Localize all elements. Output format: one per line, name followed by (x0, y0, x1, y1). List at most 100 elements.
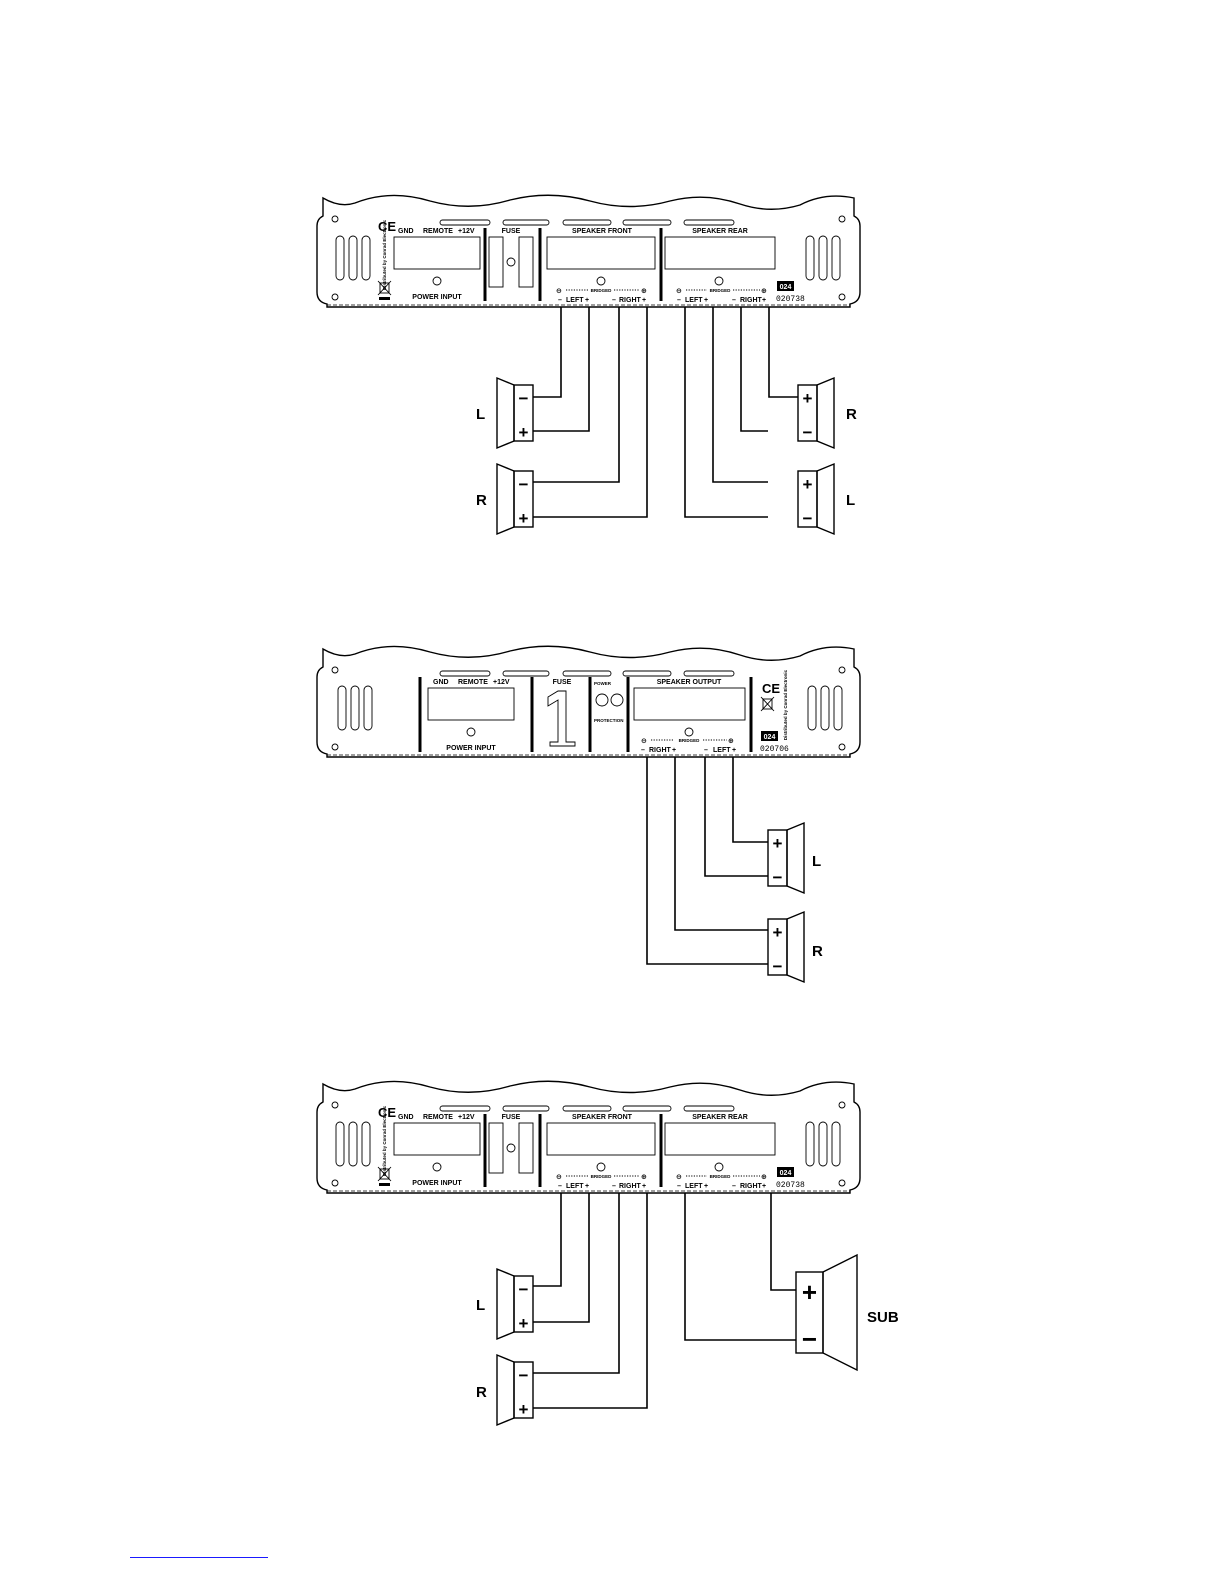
svg-text:−: − (519, 389, 529, 408)
svg-text:BRIDGED: BRIDGED (710, 288, 732, 293)
speaker-left-rear: + − L (797, 462, 855, 536)
svg-text:–: – (732, 297, 736, 304)
power-terminal-block (393, 236, 481, 270)
svg-text:+: + (585, 297, 589, 304)
fuse-holder (547, 690, 576, 747)
svg-text:⊕: ⊕ (761, 1174, 767, 1181)
amplifier-panel: CE Distributed by Conrad Electronic GND … (316, 1080, 861, 1194)
power-led (595, 693, 609, 707)
svg-text:RIGHT: RIGHT (740, 297, 763, 304)
speaker-front-terminal-block (546, 1122, 656, 1156)
vent-slots-right (805, 1121, 841, 1167)
speaker-right: − + R (476, 1353, 534, 1427)
svg-text:LEFT: LEFT (566, 1183, 584, 1190)
top-slots (439, 219, 735, 226)
top-slots (439, 670, 735, 677)
diagram-four-channel: CE Distributed by Conrad Electronic GND … (316, 194, 861, 536)
terminal-labels: – RIGHT + – LEFT + (641, 747, 736, 754)
front-terminal-labels: – LEFT + – RIGHT + (558, 1183, 646, 1190)
speaker-output-terminal-block (633, 687, 746, 721)
svg-text:−: − (803, 509, 813, 528)
speaker-front-label: SPEAKER FRONT (572, 228, 633, 235)
svg-text:+: + (762, 297, 766, 304)
fuse-label: FUSE (502, 228, 521, 235)
svg-text:+: + (642, 297, 646, 304)
gnd-label: GND (398, 1114, 414, 1121)
bridged-front-marker: ⊖ BRIDGED ⊕ (556, 1174, 647, 1181)
speaker-front-label: SPEAKER FRONT (572, 1114, 633, 1121)
svg-text:−: − (519, 1280, 529, 1299)
power-input-caption: POWER INPUT (446, 745, 496, 752)
remote-label: REMOTE (423, 1114, 453, 1121)
channel-label: L (846, 492, 855, 509)
power-terminal-block (393, 1122, 481, 1156)
v12-label: +12V (493, 679, 510, 686)
svg-text:RIGHT: RIGHT (619, 297, 642, 304)
channel-label: SUB (867, 1309, 899, 1326)
remote-label: REMOTE (458, 679, 488, 686)
svg-text:LEFT: LEFT (713, 747, 731, 754)
distributor-text: Distributed by Conrad Electronic (783, 669, 788, 740)
svg-text:BRIDGED: BRIDGED (591, 1174, 613, 1179)
svg-text:+: + (802, 1277, 817, 1307)
svg-text:024: 024 (780, 284, 792, 291)
svg-text:⊖: ⊖ (676, 1174, 682, 1181)
svg-text:+: + (803, 389, 813, 408)
svg-text:–: – (558, 297, 562, 304)
svg-text:+: + (762, 1183, 766, 1190)
bridged-rear-marker: ⊖ BRIDGED ⊕ (676, 288, 767, 295)
svg-text:LEFT: LEFT (566, 297, 584, 304)
svg-text:024: 024 (780, 1170, 792, 1177)
speaker-rear-label: SPEAKER REAR (692, 228, 748, 235)
svg-text:+: + (672, 747, 676, 754)
rear-terminal-labels: – LEFT + – RIGHT + (677, 297, 766, 304)
speaker-subwoofer: + − SUB (795, 1253, 899, 1372)
bridged-rear-marker: ⊖ BRIDGED ⊕ (676, 1174, 767, 1181)
amplifier-panel: CE Distributed by Conrad Electronic GND … (316, 194, 861, 308)
bridged-label: BRIDGED (591, 288, 613, 293)
speaker-right-front: − + R (476, 462, 534, 536)
speaker-rear-terminal-block (664, 236, 776, 270)
model-code: 020738 (776, 295, 805, 304)
wires (533, 307, 798, 518)
diagram-three-channel: CE Distributed by Conrad Electronic GND … (316, 1080, 899, 1427)
weee-bin-icon (760, 696, 775, 712)
svg-text:+: + (773, 834, 783, 853)
channel-label: R (846, 406, 857, 423)
ce-mark: CE (762, 681, 780, 696)
distributor-text: Distributed by Conrad Electronic (382, 219, 387, 290)
ce-mark: CE (378, 219, 396, 234)
remote-label: REMOTE (423, 228, 453, 235)
svg-text:RIGHT: RIGHT (649, 747, 672, 754)
svg-text:+: + (773, 923, 783, 942)
speaker-left: + − L (767, 821, 821, 895)
svg-text:+: + (585, 1183, 589, 1190)
svg-text:⊕: ⊕ (641, 288, 647, 295)
svg-text:−: − (519, 475, 529, 494)
distributor-text: Distributed by Conrad Electronic (382, 1105, 387, 1176)
model-badge (761, 731, 778, 741)
footer-link-underline (130, 1557, 268, 1558)
vent-slots-left (335, 1121, 371, 1167)
svg-text:RIGHT: RIGHT (619, 1183, 642, 1190)
svg-text:−: − (802, 1324, 817, 1354)
svg-text:⊕: ⊕ (641, 1174, 647, 1181)
protection-led-label: PROTECTION (594, 718, 624, 723)
speaker-right: + − R (767, 910, 823, 984)
svg-text:LEFT: LEFT (685, 297, 703, 304)
v12-label: +12V (458, 1114, 475, 1121)
wires (646, 757, 768, 965)
svg-text:BRIDGED: BRIDGED (710, 1174, 732, 1179)
fuse-holder (488, 236, 534, 288)
model-code: 020738 (776, 1181, 805, 1190)
speaker-left: − + L (476, 1267, 534, 1341)
power-input-caption: POWER INPUT (412, 294, 462, 301)
weee-bin-icon (377, 280, 392, 300)
speaker-rear-terminal-block (664, 1122, 776, 1156)
svg-text:–: – (558, 1183, 562, 1190)
svg-text:−: − (803, 423, 813, 442)
bridged-marker: ⊖ BRIDGED ⊕ (641, 738, 734, 745)
svg-text:+: + (704, 1183, 708, 1190)
channel-label: R (476, 1384, 487, 1401)
svg-text:RIGHT: RIGHT (740, 1183, 763, 1190)
